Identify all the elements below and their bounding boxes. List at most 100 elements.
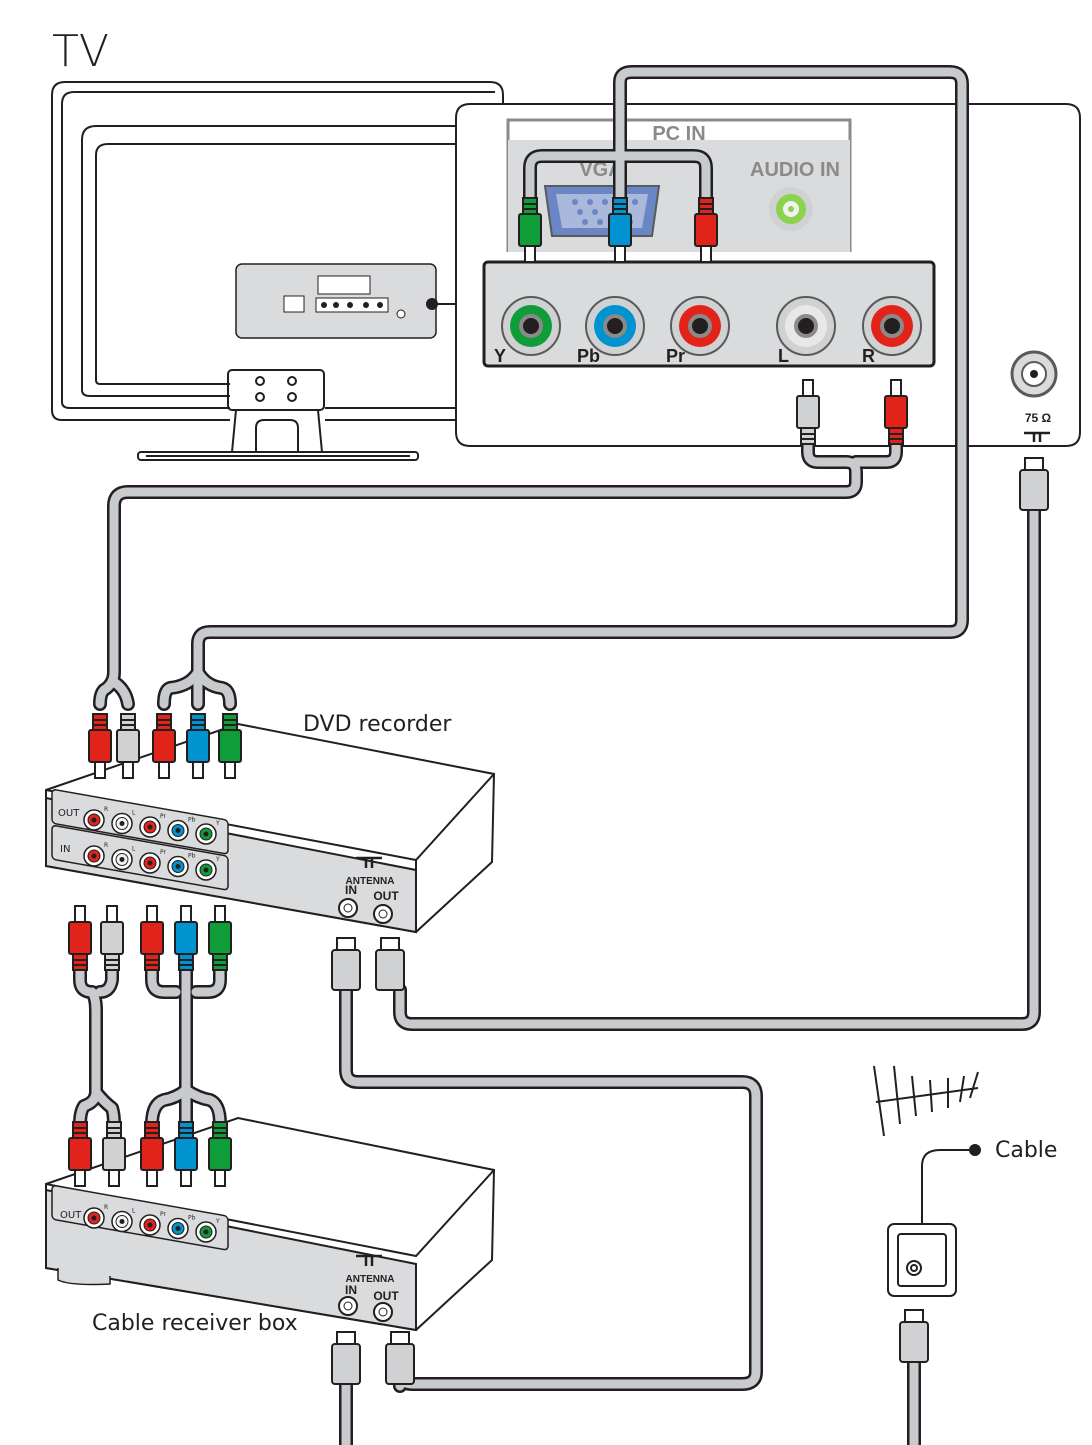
rca-plug xyxy=(140,905,164,971)
coax-neck xyxy=(1024,457,1044,471)
coax-plug xyxy=(385,1331,415,1385)
plug-cap xyxy=(212,1121,228,1139)
tv-stand xyxy=(137,369,419,461)
small-jack-hole xyxy=(147,1222,153,1228)
rca-plug xyxy=(884,379,908,445)
small-jack-label: Pb xyxy=(188,853,196,860)
plug-tip xyxy=(890,379,902,397)
dvd-antenna-label: ANTENNA xyxy=(346,876,395,887)
small-jack-hole xyxy=(147,824,153,830)
plug-body xyxy=(518,213,542,247)
plug-cap xyxy=(698,197,714,215)
small-jack-label: R xyxy=(104,842,108,849)
coax-body xyxy=(331,949,361,991)
cable-core xyxy=(181,1085,225,1129)
small-jack-hole xyxy=(175,828,181,833)
cable-label: Cable xyxy=(995,1138,1057,1163)
dvd-antenna-out-label: OUT xyxy=(373,889,399,903)
small-jack-hole xyxy=(119,857,125,862)
small-jack-hole xyxy=(147,860,153,866)
dvd-out-label: OUT xyxy=(58,808,80,819)
plug-body xyxy=(140,1137,164,1171)
cable-core xyxy=(91,1087,119,1129)
coax-plug xyxy=(1019,457,1049,511)
cable-core xyxy=(191,965,225,997)
plug-body xyxy=(174,921,198,955)
plug-cap xyxy=(144,1121,160,1139)
small-jack-label: Pb xyxy=(188,817,196,824)
plug-tip xyxy=(108,1169,120,1187)
coax-body xyxy=(1019,469,1049,511)
plug-tip xyxy=(802,379,814,397)
plug-cap xyxy=(888,427,904,445)
cable-core xyxy=(75,965,101,1129)
dvd-recorder-label: DVD recorder xyxy=(303,712,452,737)
rca-plug xyxy=(208,905,232,971)
small-jack-hole xyxy=(91,817,97,823)
jack-hole xyxy=(884,318,900,334)
jack-label: R xyxy=(862,346,875,366)
pc-in-label: PC IN xyxy=(652,123,705,145)
plug-body xyxy=(88,729,112,763)
coax-plug xyxy=(331,937,361,991)
vga-label: VGA xyxy=(579,159,622,181)
plug-tip xyxy=(74,1169,86,1187)
small-jack-hole xyxy=(203,1229,209,1235)
cables xyxy=(73,65,1041,1445)
plug-cap xyxy=(212,953,228,971)
plug-cap xyxy=(92,713,108,731)
small-jack-label: L xyxy=(132,846,136,853)
cable-core xyxy=(193,667,235,709)
plug-body xyxy=(102,1137,126,1171)
plugs xyxy=(68,197,1049,1385)
plug-tip xyxy=(106,905,118,923)
plug-cap xyxy=(222,713,238,731)
plug-body xyxy=(608,213,632,247)
cable-outline xyxy=(93,437,863,711)
small-jack-hole xyxy=(119,821,125,826)
rca-plug xyxy=(102,1121,126,1187)
plug-tip xyxy=(214,905,226,923)
cable-core xyxy=(109,677,133,709)
rca-plug xyxy=(116,713,140,779)
tv-set xyxy=(51,81,504,421)
plug-body xyxy=(116,729,140,763)
cable-outline xyxy=(393,503,1041,1031)
plug-tip xyxy=(158,761,170,779)
dvd-antenna-in-label: IN xyxy=(345,883,357,897)
cablebox-out-label: OUT xyxy=(60,1210,82,1221)
small-jack-hole xyxy=(91,853,97,859)
rca-plug xyxy=(140,1121,164,1187)
cablebox-antenna-in-label: IN xyxy=(345,1283,357,1297)
coax-neck xyxy=(336,1331,356,1345)
cable-core xyxy=(147,965,181,997)
cable-core xyxy=(395,505,1039,1029)
plug-tip xyxy=(146,905,158,923)
tv-title: TV xyxy=(52,26,109,77)
antenna-ohm-label: 75 Ω xyxy=(1025,411,1052,425)
plug-tip xyxy=(180,1169,192,1187)
cable-core xyxy=(159,667,203,709)
small-jack-hole xyxy=(91,1215,97,1221)
small-jack-label: L xyxy=(132,1208,136,1215)
coax-plug xyxy=(899,1309,929,1363)
plug-tip xyxy=(224,761,236,779)
plug-body xyxy=(140,921,164,955)
plug-cap xyxy=(800,427,816,445)
small-jack-label: Y xyxy=(215,1218,220,1225)
dvd-in-label: IN xyxy=(60,844,70,855)
plug-body xyxy=(796,395,820,429)
coax-neck xyxy=(336,937,356,951)
plug-tip xyxy=(94,761,106,779)
plug-tip xyxy=(700,245,712,263)
small-jack-label: L xyxy=(132,810,136,817)
plug-tip xyxy=(146,1169,158,1187)
coax-body xyxy=(331,1343,361,1385)
rca-plug xyxy=(174,905,198,971)
plug-cap xyxy=(106,1121,122,1139)
small-jack-hole xyxy=(175,1226,181,1231)
jack-hole xyxy=(607,318,623,334)
plug-cap xyxy=(190,713,206,731)
